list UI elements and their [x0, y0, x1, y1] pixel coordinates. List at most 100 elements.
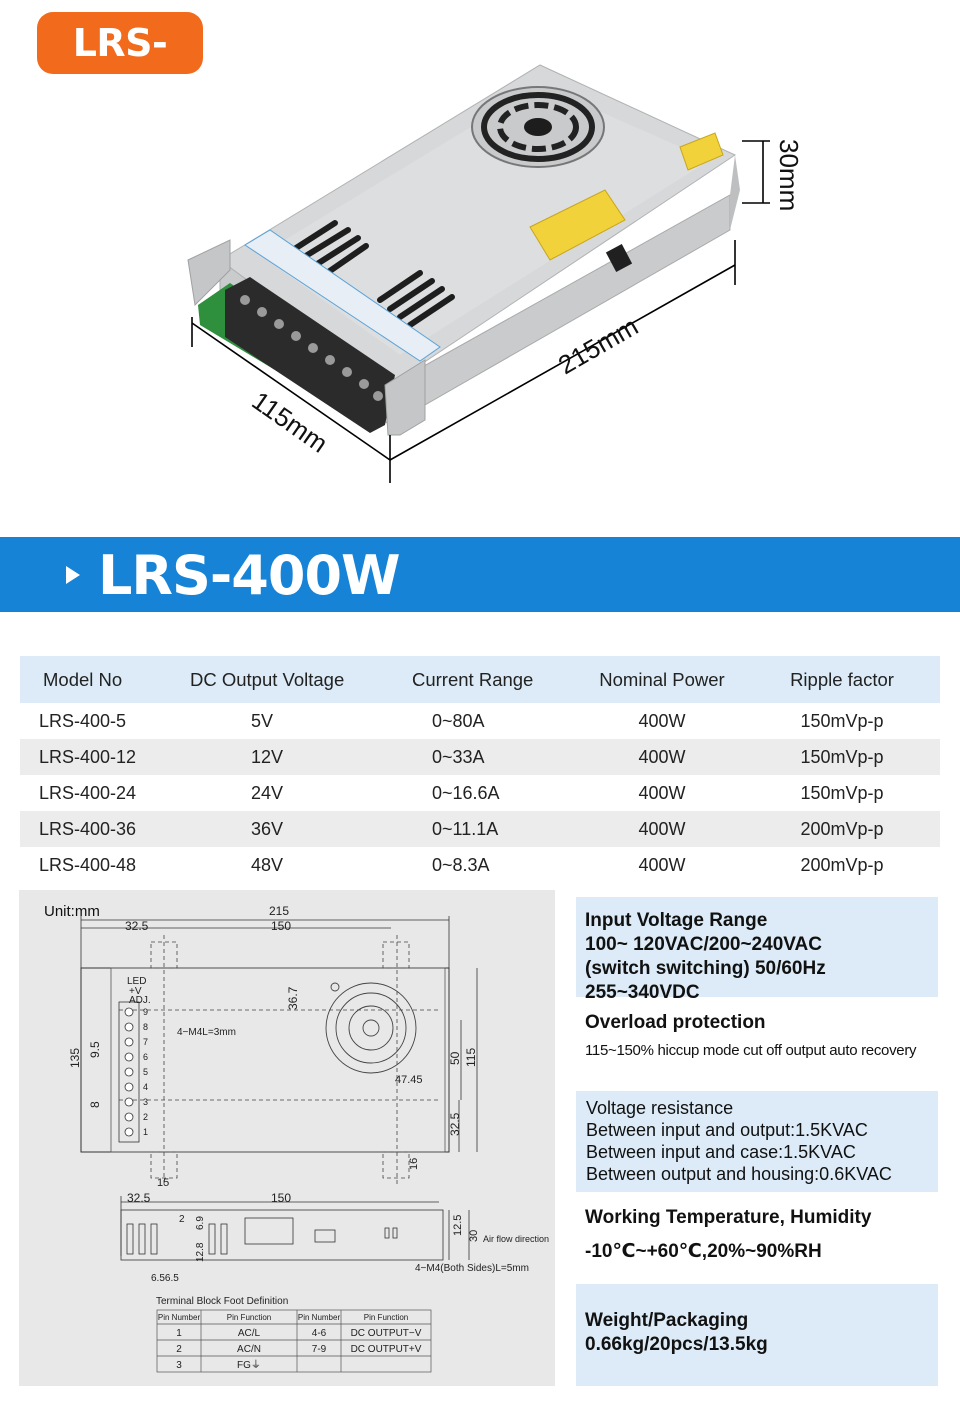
cell-power: 400W: [638, 854, 686, 875]
mount-label: 4−M4L=3mm: [177, 1027, 236, 1038]
dim-215: 215: [269, 904, 289, 918]
airflow-label: Air flow direction: [483, 1234, 549, 1244]
input-voltage-line1: 100~ 120VAC/200~240VAC: [585, 934, 822, 955]
cell-model: LRS-400-48: [39, 854, 137, 875]
overload-value: 115~150% hiccup mode cut off output auto…: [585, 1042, 917, 1059]
adj-label: ADJ.: [129, 995, 151, 1006]
cell-ripple: 150mVp-p: [800, 782, 884, 803]
temperature-value: -10℃~+60℃,20%~90%RH: [585, 1241, 822, 1262]
cell-power: 400W: [638, 710, 686, 731]
terminal-cell: 3: [176, 1360, 182, 1371]
dim-12-5: 12.5: [452, 1215, 464, 1236]
cell-model: LRS-400-24: [39, 782, 137, 803]
cell-ripple: 150mVp-p: [744, 739, 940, 775]
cell-ripple: 150mVp-p: [800, 710, 884, 731]
v-label: +V: [129, 986, 142, 997]
voltage-resistance-title: Voltage resistance: [586, 1098, 734, 1118]
mount-sides-label: 4−M4(Both Sides)L=5mm: [415, 1263, 529, 1274]
cell-current: 0~80A: [432, 710, 485, 731]
cell-ripple: 200mVp-p: [744, 811, 940, 847]
dim-32-5: 32.5: [125, 919, 149, 933]
terminal-cell: AC/N: [237, 1344, 261, 1355]
temperature-title: Working Temperature, Humidity: [585, 1207, 872, 1228]
dim-47-45: 47.45: [395, 1074, 423, 1086]
terminal-cell: DC OUTPUT+V: [351, 1344, 422, 1355]
cell-voltage: 24V: [251, 782, 284, 803]
dim-135: 135: [68, 1048, 82, 1068]
terminal-header-fn-2: Pin Function: [364, 1313, 408, 1322]
weight-value: 0.66kg/20pcs/13.5kg: [585, 1334, 768, 1355]
cell-current: 0~8.3A: [432, 854, 490, 875]
weight-block: Weight/Packaging 0.66kg/20pcs/13.5kg: [576, 1284, 938, 1386]
cell-power: 400W: [638, 782, 686, 803]
table-row: LRS-400-48 48V 0~8.3A 400W 200mVp-p: [20, 847, 940, 883]
dim-30: 30: [468, 1230, 480, 1242]
pin-5: 5: [143, 1067, 148, 1077]
voltage-resistance-line2: Between input and case:1.5KVAC: [586, 1142, 856, 1162]
weight-title: Weight/Packaging: [585, 1310, 749, 1331]
led-label: LED: [127, 976, 146, 987]
pin-9: 9: [143, 1007, 148, 1017]
cell-current: 0~16.6A: [432, 782, 500, 803]
terminal-cell: FG⏚: [237, 1359, 261, 1371]
terminal-cell: 2: [176, 1344, 182, 1355]
dim-2: 2: [179, 1214, 185, 1225]
cell-model: LRS-400-5: [39, 710, 127, 731]
col-voltage: DC Output Voltage: [168, 656, 368, 703]
cell-voltage: 5V: [251, 710, 274, 731]
unit-label: Unit:mm: [44, 903, 100, 920]
terminal-header-pin-2: Pin Number: [298, 1313, 341, 1322]
technical-drawing: Unit:mm 215 150 32.5: [19, 890, 555, 1386]
input-voltage-title: Input Voltage Range: [585, 910, 768, 931]
cell-voltage: 48V: [251, 854, 284, 875]
spec-table: Model No DC Output Voltage Current Range…: [20, 656, 940, 883]
terminal-cell: DC OUTPUT−V: [351, 1328, 422, 1339]
pin-2: 2: [143, 1112, 148, 1122]
cell-model: LRS-400-36: [20, 811, 168, 847]
terminal-cell: AC/L: [238, 1328, 261, 1339]
terminal-header-fn-1: Pin Function: [227, 1313, 271, 1322]
table-row: LRS-400-12 12V 0~33A 400W 150mVp-p: [20, 739, 940, 775]
dim-115: 115: [464, 1048, 478, 1067]
terminal-header-pin-1: Pin Number: [158, 1313, 201, 1322]
terminal-cell: 7-9: [312, 1344, 327, 1355]
cell-current: 0~33A: [368, 739, 580, 775]
dim-50: 50: [448, 1051, 462, 1065]
voltage-resistance-line3: Between output and housing:0.6KVAC: [586, 1164, 892, 1184]
overload-block: Overload protection 115~150% hiccup mode…: [576, 1010, 938, 1076]
model-badge: LRS-400: [37, 12, 203, 127]
dim-9-5: 9.5: [88, 1041, 102, 1058]
voltage-resistance-line1: Between input and output:1.5KVAC: [586, 1120, 868, 1140]
pin-6: 6: [143, 1052, 148, 1062]
pin-8: 8: [143, 1022, 148, 1032]
table-row: LRS-400-5 5V 0~80A 400W 150mVp-p: [20, 703, 940, 739]
terminal-table-title: Terminal Block Foot Definition: [156, 1296, 288, 1307]
dim-12-8: 12.8: [195, 1242, 206, 1262]
table-row: LRS-400-36 36V 0~11.1A 400W 200mVp-p: [20, 811, 940, 847]
dim-32-5-b: 32.5: [448, 1112, 462, 1136]
dim-36-7: 36.7: [286, 986, 300, 1010]
product-photo: 115mm 215mm 30mm: [187, 64, 804, 483]
model-banner: [0, 537, 960, 612]
cell-voltage: 12V: [168, 739, 368, 775]
dim-16: 16: [408, 1158, 420, 1170]
dim-height-label: 30mm: [774, 139, 804, 211]
banner-title: LRS-400W: [98, 544, 401, 607]
pin-3: 3: [143, 1097, 148, 1107]
dim-15: 15: [157, 1177, 169, 1189]
cell-ripple: 200mVp-p: [800, 854, 884, 875]
table-row: LRS-400-24 24V 0~16.6A 400W 150mVp-p: [20, 775, 940, 811]
table-header-row: Model No DC Output Voltage Current Range…: [20, 656, 940, 703]
dim-6-9: 6.9: [195, 1216, 206, 1230]
cell-power: 400W: [580, 739, 744, 775]
cell-current: 0~11.1A: [368, 811, 580, 847]
cell-power: 400W: [580, 811, 744, 847]
cell-model: LRS-400-12: [20, 739, 168, 775]
dim-150: 150: [271, 919, 291, 933]
dim-8: 8: [88, 1101, 102, 1108]
col-model: Model No: [20, 656, 168, 703]
dim-150-b: 150: [271, 1191, 291, 1205]
col-ripple: Ripple factor: [744, 656, 940, 703]
pin-4: 4: [143, 1082, 148, 1092]
triangle-bullet-icon: [66, 566, 80, 584]
